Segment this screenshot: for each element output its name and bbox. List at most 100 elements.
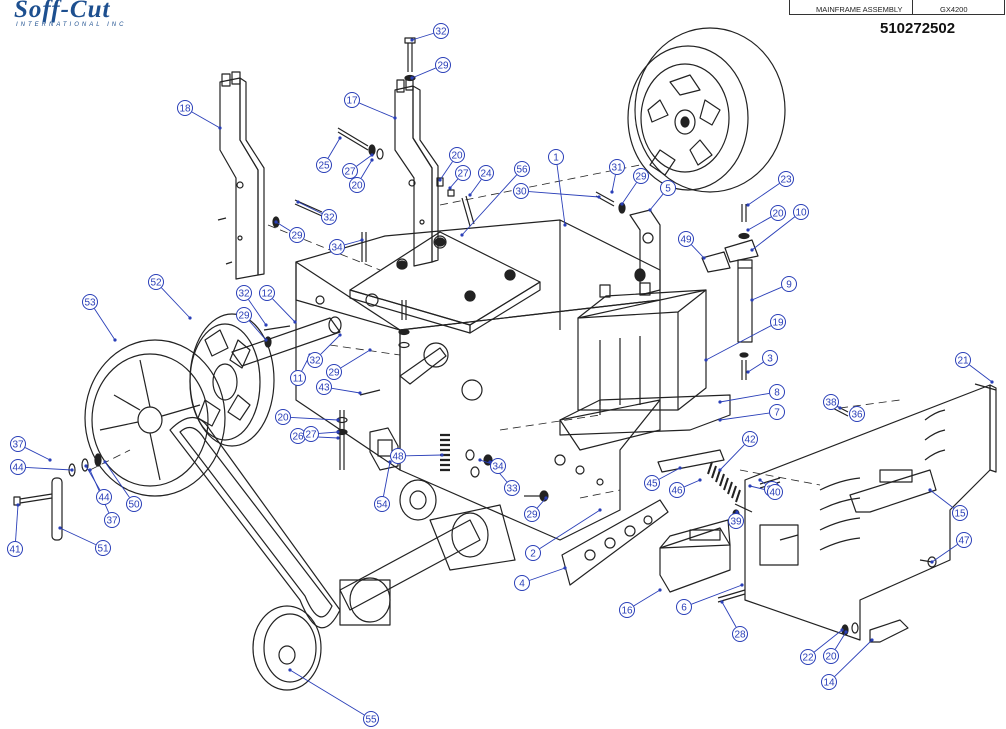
pad-49 <box>701 251 731 273</box>
callout-leader-20 <box>747 216 772 231</box>
callout-arrowhead-47 <box>930 560 934 564</box>
assembly-name: MAINFRAME ASSEMBLY <box>816 5 903 14</box>
callout-arrowhead-29 <box>368 348 372 352</box>
callout-arrowhead-29 <box>274 220 278 224</box>
callout-leader-31 <box>611 174 616 193</box>
callout-leader-49 <box>691 244 705 259</box>
callout-arrowhead-20 <box>438 178 442 182</box>
callout-bubble-20 <box>449 147 465 163</box>
callout-leaders <box>15 32 994 716</box>
callout-bubble-37 <box>10 436 26 452</box>
callout-bubble-5 <box>660 180 676 196</box>
callout-arrowhead-3 <box>746 370 750 374</box>
hold-down-clamp <box>724 239 759 263</box>
callout-bubble-29 <box>289 227 305 243</box>
callout-bubble-51 <box>95 540 111 556</box>
callout-leader-4 <box>529 567 566 581</box>
callout-arrowhead-45 <box>678 466 682 470</box>
callout-bubble-25 <box>316 157 332 173</box>
callout-bubble-44 <box>10 459 26 475</box>
callout-leader-43 <box>331 387 361 394</box>
callout-leader-7 <box>719 412 770 421</box>
callout-bubble-49 <box>678 231 694 247</box>
callout-1: 1 <box>548 149 564 165</box>
callout-27: 27 <box>303 426 319 442</box>
callout-bubble-29 <box>236 307 252 323</box>
callout-arrowhead-16 <box>658 588 662 592</box>
callout-leader-32 <box>411 32 434 41</box>
front-wheel-52 <box>189 313 275 447</box>
callout-arrowhead-20 <box>336 418 340 422</box>
callout-number: 32 <box>323 213 335 224</box>
callout-number: 51 <box>97 544 109 555</box>
callout-40: 40 <box>767 484 783 500</box>
callout-number: 37 <box>106 516 118 527</box>
callout-44: 44 <box>96 489 112 505</box>
right-side-panel <box>744 384 997 641</box>
callout-leader-34 <box>344 239 363 246</box>
callout-leader-47 <box>931 544 958 563</box>
callout-number: 52 <box>150 278 162 289</box>
callout-arrowhead-48 <box>440 453 444 457</box>
callout-leader-29 <box>411 67 436 79</box>
callout-leader-32 <box>297 201 322 214</box>
callout-leader-19 <box>705 325 772 361</box>
callout-leader-17 <box>359 102 396 119</box>
callout-bubble-48 <box>390 448 406 464</box>
callout-number: 14 <box>823 678 835 689</box>
callout-leader-16 <box>633 589 661 607</box>
callout-arrowhead-20 <box>370 158 374 162</box>
callout-number: 32 <box>309 356 321 367</box>
callout-46: 46 <box>669 482 685 498</box>
callout-leader-28 <box>721 601 737 628</box>
callout-bubble-11 <box>290 370 306 386</box>
callout-bubble-9 <box>781 276 797 292</box>
callout-arrowhead-6 <box>740 583 744 587</box>
callout-23: 23 <box>778 171 794 187</box>
callout-bubble-53 <box>82 294 98 310</box>
callout-number: 22 <box>802 653 814 664</box>
callout-2: 2 <box>525 545 541 561</box>
callout-leader-20 <box>439 161 453 181</box>
callout-bubble-4 <box>514 575 530 591</box>
callout-arrowhead-32 <box>296 200 300 204</box>
drawing-part-number: 510272502 <box>880 20 956 37</box>
callout-bubble-22 <box>800 649 816 665</box>
callout-38: 38 <box>823 394 839 410</box>
callout-37: 37 <box>10 436 26 452</box>
tensioner-block <box>369 427 399 471</box>
callout-bubble-20 <box>823 648 839 664</box>
callout-28: 28 <box>732 626 748 642</box>
callout-leader-54 <box>383 461 391 497</box>
title-block-divider <box>912 0 913 15</box>
callout-number: 37 <box>12 440 24 451</box>
callout-leader-27 <box>318 431 339 434</box>
callout-27: 27 <box>455 165 471 181</box>
bracket-14 <box>869 619 909 643</box>
spring-48 <box>440 433 450 472</box>
callout-number: 54 <box>376 500 388 511</box>
callout-43: 43 <box>316 379 332 395</box>
callout-15: 15 <box>952 505 968 521</box>
callout-number: 26 <box>292 432 304 443</box>
callout-bubble-46 <box>669 482 685 498</box>
callout-5: 5 <box>660 180 676 196</box>
callout-leader-21 <box>969 364 993 383</box>
callout-arrowhead-23 <box>746 203 750 207</box>
callout-bubble-34 <box>329 239 345 255</box>
callout-arrowhead-39 <box>735 510 739 514</box>
callout-52: 52 <box>148 274 164 290</box>
callout-leader-8 <box>719 392 770 403</box>
callout-bubble-47 <box>956 532 972 548</box>
callout-arrowhead-40 <box>748 484 752 488</box>
rear-wheel-right <box>627 27 786 193</box>
callout-number: 44 <box>12 463 24 474</box>
handle-bracket <box>849 469 937 513</box>
callout-bubble-10 <box>793 204 809 220</box>
callout-leader-22 <box>813 629 843 653</box>
callout-leader-29 <box>340 349 371 369</box>
callout-12: 12 <box>259 285 275 301</box>
callout-arrowhead-32 <box>410 38 414 42</box>
callout-number: 46 <box>671 486 683 497</box>
